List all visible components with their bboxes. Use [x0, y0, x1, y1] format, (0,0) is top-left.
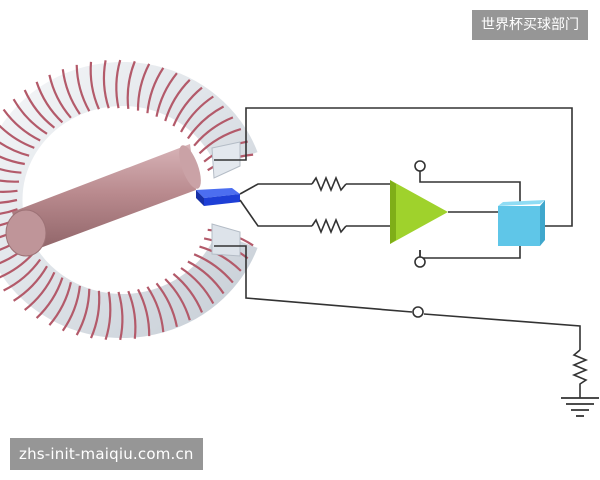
coil-turn	[0, 208, 18, 215]
coil-turn	[48, 74, 72, 119]
watermark-bottom: zhs-init-maiqiu.com.cn	[10, 438, 203, 470]
coil-turn	[146, 286, 165, 333]
coil-turn	[117, 291, 124, 341]
ground-icon	[561, 397, 599, 417]
coil-turn	[0, 179, 20, 183]
coil-turn	[127, 290, 137, 339]
coil-turn	[3, 258, 42, 292]
coil-turn	[48, 281, 72, 326]
resistor-top	[311, 175, 347, 193]
coil-turn	[186, 105, 225, 140]
coil-turn	[0, 155, 25, 166]
conductor-rod	[5, 144, 201, 257]
coil-turn	[104, 291, 112, 341]
hall-sensor	[196, 188, 240, 206]
coil-turn	[0, 124, 35, 149]
coil-turn	[89, 61, 100, 110]
amplifier	[390, 180, 448, 244]
coil-turn	[155, 72, 178, 117]
coil-turn	[164, 79, 191, 122]
coil-turn	[61, 69, 81, 115]
coil-turn	[180, 267, 215, 305]
coil-turn	[23, 89, 56, 129]
coil-turn	[172, 86, 203, 127]
coil-turn	[75, 64, 91, 112]
coil-turn	[35, 81, 64, 124]
coil-turn	[193, 116, 234, 147]
resistor-load	[571, 349, 589, 398]
terminal-bottom	[414, 256, 426, 268]
circuit-wires	[214, 107, 581, 350]
coil-turn	[180, 95, 214, 133]
coil-turn	[35, 277, 64, 319]
coil-turn	[24, 271, 56, 311]
coil-turn	[193, 253, 234, 284]
coil-turn	[172, 273, 204, 313]
coil-turn	[2, 108, 41, 142]
coil-turn	[164, 278, 191, 321]
coil-turn	[89, 290, 101, 339]
output-block	[498, 200, 545, 246]
coil-turn	[115, 59, 122, 109]
coil-turn	[61, 285, 81, 332]
coil-turn	[0, 198, 18, 204]
terminal-ground-path	[412, 306, 424, 318]
coil-turn	[126, 60, 136, 110]
coil-turn	[12, 98, 48, 135]
coil-turn	[146, 67, 165, 114]
coil-turn	[199, 245, 242, 272]
coil-winding	[0, 59, 254, 341]
coil-turn	[102, 60, 110, 109]
coil-turn	[136, 63, 151, 111]
resistor-bottom	[311, 217, 347, 235]
coil-turn	[137, 288, 151, 337]
coil-turn	[187, 260, 225, 295]
coil-turn	[0, 167, 22, 174]
coil-turn	[0, 189, 18, 193]
coil-turn	[0, 141, 30, 157]
coil-turn	[75, 288, 91, 336]
coil-turn	[155, 282, 178, 328]
core-gap-bottom	[211, 223, 241, 257]
coil-turn	[13, 265, 48, 302]
watermark-top: 世界杯买球部门	[472, 10, 588, 40]
coil-turn	[198, 128, 242, 155]
terminal-top	[414, 160, 426, 172]
toroid-core	[0, 59, 258, 341]
